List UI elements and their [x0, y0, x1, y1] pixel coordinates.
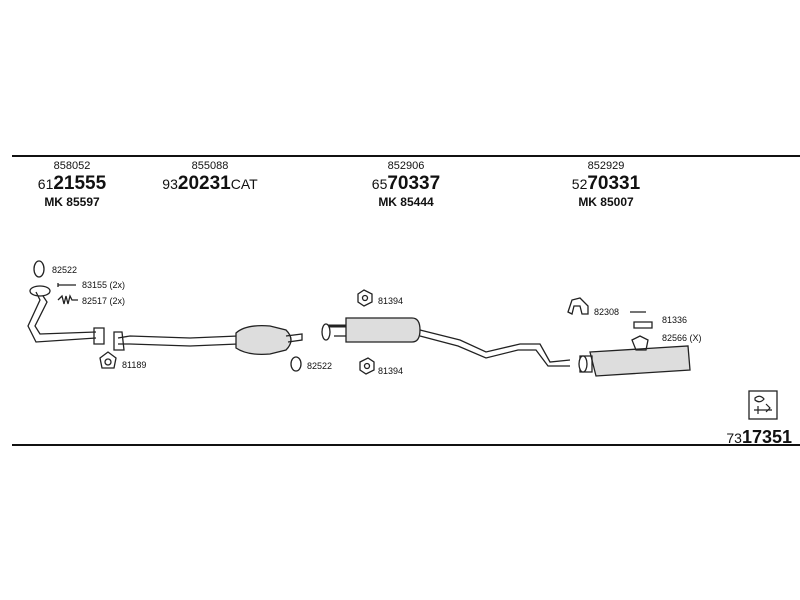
part-header-catalyst: 855088 9320231CAT [150, 161, 270, 196]
front-pipe-flange [29, 285, 51, 297]
clip-icon [631, 335, 649, 351]
part-header-rear-silencer: 852929 5270331 MK 85007 [556, 160, 656, 209]
part-ref: 858052 [53, 160, 91, 172]
part-number: 5270331 [571, 173, 641, 194]
part-label: 82522 [52, 265, 78, 275]
catalyst-flange [113, 331, 125, 351]
part-number: 6121555 [37, 173, 107, 194]
part-ref: 855088 [191, 160, 229, 172]
mounting-kit: MK 85007 [578, 195, 634, 209]
middle-silencer [345, 317, 421, 343]
part-ref: 852906 [387, 160, 425, 172]
part-header-front-pipe: 858052 6121555 MK 85597 [22, 160, 122, 209]
catalyst-pipe [117, 335, 239, 339]
mounting-kit: MK 85444 [378, 195, 434, 209]
part-label: 82522 [307, 361, 333, 371]
front-pipe-end [93, 327, 105, 345]
part-label: 81394 [378, 366, 404, 376]
bolt-icon [57, 283, 76, 287]
part-label: 82517 (2x) [82, 296, 126, 306]
middle-outlet-pipe [419, 329, 571, 363]
part-ref: 852929 [587, 160, 625, 172]
part-label: 81336 [662, 315, 688, 325]
mounting-kit: MK 85597 [44, 195, 100, 209]
kit-code: 7317351 [726, 427, 792, 447]
bracket-icon [630, 311, 653, 329]
part-label: 82566 (X) [662, 333, 702, 343]
bottom-rule [12, 444, 800, 446]
spring-icon [57, 294, 78, 305]
part-number: 6570337 [371, 173, 441, 194]
part-number: 9320231CAT [162, 173, 258, 194]
rear-silencer [589, 345, 691, 377]
part-label: 81189 [122, 360, 147, 370]
gasket-icon [33, 260, 45, 278]
part-header-middle-silencer: 852906 6570337 MK 85444 [356, 160, 456, 209]
rubber-hanger-icon [357, 289, 373, 307]
part-label: 82308 [594, 307, 620, 317]
middle-inlet-end [321, 323, 331, 341]
part-label: 81394 [378, 296, 404, 306]
rubber-hanger-icon-2 [359, 357, 375, 375]
catalytic-converter [235, 325, 292, 356]
flange-gasket-icon [99, 351, 117, 369]
clamp-icon [567, 297, 589, 315]
part-label: 83155 (2x) [82, 280, 126, 290]
top-rule [12, 155, 800, 157]
front-pipe [27, 291, 97, 343]
kit-badge-icon [748, 390, 778, 420]
gasket-ring-icon [290, 356, 302, 372]
